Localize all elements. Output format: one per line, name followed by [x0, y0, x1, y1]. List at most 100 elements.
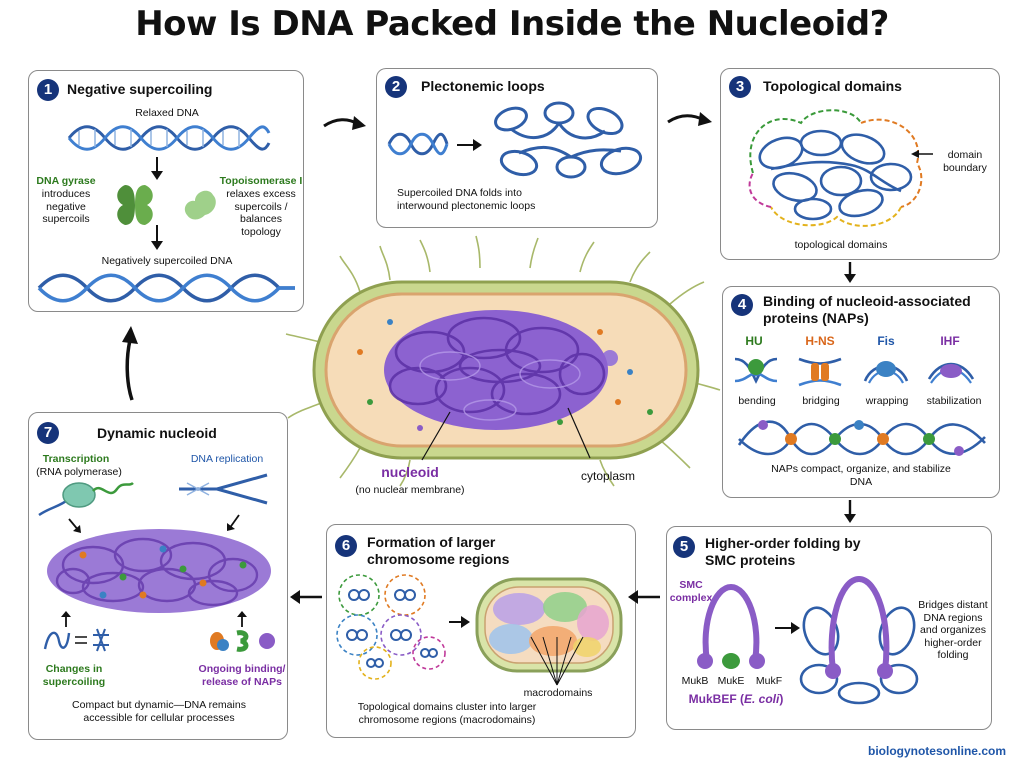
fis-label: Fis	[877, 334, 895, 348]
dynamic-nucleoid-caption: Compact but dynamic—DNA remains accessib…	[72, 699, 246, 724]
nap-binding-icon	[210, 630, 275, 652]
panel-title: Plectonemic loops	[421, 78, 545, 94]
topological-domains-caption: topological domains	[794, 239, 888, 251]
ihf-protein-icon	[927, 362, 975, 384]
dna-gyrase-description: introduces negative supercoils	[41, 188, 91, 225]
smc-description: Bridges distant DNA regions and organize…	[918, 599, 988, 661]
chromosome-regions-caption: Topological domains cluster into larger …	[357, 701, 537, 726]
transcription-label: Transcription	[42, 453, 110, 465]
down-arrow-icon	[151, 157, 163, 180]
step-number-badge: 6	[335, 535, 357, 557]
dynamic-nucleoid-mass	[47, 529, 271, 613]
supercoiled-dna-icon	[387, 132, 449, 156]
mukbef-name-prefix: MukBEF (	[688, 692, 744, 706]
step-number-badge: 1	[37, 79, 59, 101]
hu-protein-icon	[734, 357, 778, 384]
relaxed-dna-helix	[67, 125, 271, 151]
hns-role: bridging	[802, 395, 840, 407]
right-arrow-icon	[775, 622, 800, 634]
arrow-step4-to-step5	[844, 500, 856, 523]
cytoplasm-label: cytoplasm	[580, 469, 636, 483]
mukbef-complex-icon	[697, 583, 765, 669]
bacterial-cell-illustration	[285, 235, 721, 487]
hu-label: HU	[745, 334, 763, 348]
panel-plectonemic-loops: 2 Plectonemic loops Supercoiled DNA fold…	[376, 68, 658, 228]
arrow-step3-to-step4	[844, 262, 856, 283]
mukf-label: MukF	[755, 675, 783, 687]
topoisomerase-i-icon	[184, 190, 216, 220]
page-title: How Is DNA Packed Inside the Nucleoid?	[135, 4, 889, 44]
panel-title: Topological domains	[763, 78, 902, 94]
supercoiled-dna-strand	[37, 273, 295, 303]
dna-replication-label: DNA replication	[190, 453, 264, 465]
hu-role: bending	[738, 395, 776, 407]
panel-chromosome-regions: 6 Formation of larger chromosome regions	[326, 524, 636, 738]
plectonemic-loops-diagram	[494, 101, 643, 179]
panel-dynamic-nucleoid: 7 Dynamic nucleoid Transcription (RNA po…	[28, 412, 288, 740]
smc-folded-dna-diagram	[799, 575, 919, 705]
step-number-badge: 2	[385, 76, 407, 98]
panel-title: Formation of larger chromosome regions	[367, 534, 510, 567]
nap-caption: NAPs compact, organize, and stabilize DN…	[771, 463, 951, 488]
nap-binding-label: Ongoing binding/ release of NAPs	[198, 663, 286, 688]
hns-label: H-NS	[805, 334, 835, 348]
domain-boundary-label: domain boundary	[943, 149, 987, 174]
macrodomains-label: macrodomains	[523, 687, 593, 699]
step-number-badge: 4	[731, 294, 753, 316]
ihf-role: stabilization	[926, 395, 982, 407]
up-arrow-icon	[237, 611, 247, 627]
supercoiled-dna-label: Negatively supercoiled DNA	[101, 255, 233, 267]
rna-polymerase-icon	[38, 481, 134, 517]
fis-role: wrapping	[865, 395, 909, 407]
mukbef-name-suffix: )	[779, 692, 784, 706]
supercoiling-change-label: Changes in supercoiling	[42, 663, 106, 688]
down-arrow-icon	[151, 225, 163, 250]
step-number-badge: 5	[673, 536, 695, 558]
plectonemic-caption: Supercoiled DNA folds into interwound pl…	[397, 187, 536, 212]
left-arrow-icon	[911, 150, 933, 158]
species-name: E. coli	[744, 692, 780, 706]
supercoiling-change-icon	[43, 628, 109, 652]
panel-topological-domains: 3 Topological domains domain boundary to…	[720, 68, 1000, 260]
macrodomain-pointer-lines	[530, 636, 584, 686]
panel-nap-binding: 4 Binding of nucleoid-associated protein…	[722, 286, 1000, 498]
mukb-label: MukB	[681, 675, 709, 687]
right-arrow-icon	[449, 616, 470, 628]
panel-title: Binding of nucleoid-associated proteins …	[763, 293, 971, 326]
arrow-step6-to-step7	[290, 590, 322, 604]
arrow-step2-to-step3	[667, 112, 712, 126]
topoisomerase-i-description: relaxes excess supercoils / balances top…	[226, 188, 296, 238]
panel-negative-supercoiling: 1 Negative supercoiling Relaxed DNA DNA …	[28, 70, 304, 312]
panel-title: Dynamic nucleoid	[97, 425, 217, 441]
source-credit: biologynotesonline.com	[867, 744, 1006, 758]
fis-protein-icon	[863, 361, 909, 384]
up-arrow-icon	[61, 611, 71, 627]
step-number-badge: 7	[37, 422, 59, 444]
arrow-step1-to-step2	[323, 116, 366, 130]
replication-fork-icon	[179, 473, 268, 505]
nap-bound-dna-diagram	[737, 420, 986, 456]
no-nuclear-membrane-label: (no nuclear membrane)	[355, 484, 465, 496]
relaxed-dna-label: Relaxed DNA	[135, 107, 199, 119]
right-arrow-icon	[457, 139, 482, 151]
panel-title: Higher-order folding by SMC proteins	[705, 535, 861, 568]
smc-complex-label: SMC complex	[669, 579, 713, 604]
dna-gyrase-icon	[117, 185, 153, 225]
nucleoid-label: nucleoid	[381, 464, 439, 480]
down-right-arrow-icon	[68, 518, 81, 533]
hns-protein-icon	[798, 357, 842, 387]
topological-domains-diagram	[748, 109, 923, 227]
arrow-step5-to-step6	[628, 590, 660, 604]
macrodomain-cell-diagram	[475, 577, 623, 673]
dna-gyrase-label: DNA gyrase	[36, 175, 96, 187]
down-left-arrow-icon	[227, 514, 240, 531]
panel-smc-folding: 5 Higher-order folding by SMC proteins S…	[666, 526, 992, 730]
muke-label: MukE	[717, 675, 745, 687]
ihf-label: IHF	[940, 334, 960, 348]
topoisomerase-i-label: Topoisomerase I	[219, 175, 303, 187]
rna-polymerase-label: (RNA polymerase)	[36, 466, 122, 478]
mukbef-name: MukBEF (E. coli)	[671, 693, 801, 706]
panel-title: Negative supercoiling	[67, 81, 213, 97]
arrow-step7-to-step1	[122, 326, 138, 401]
step-number-badge: 3	[729, 76, 751, 98]
